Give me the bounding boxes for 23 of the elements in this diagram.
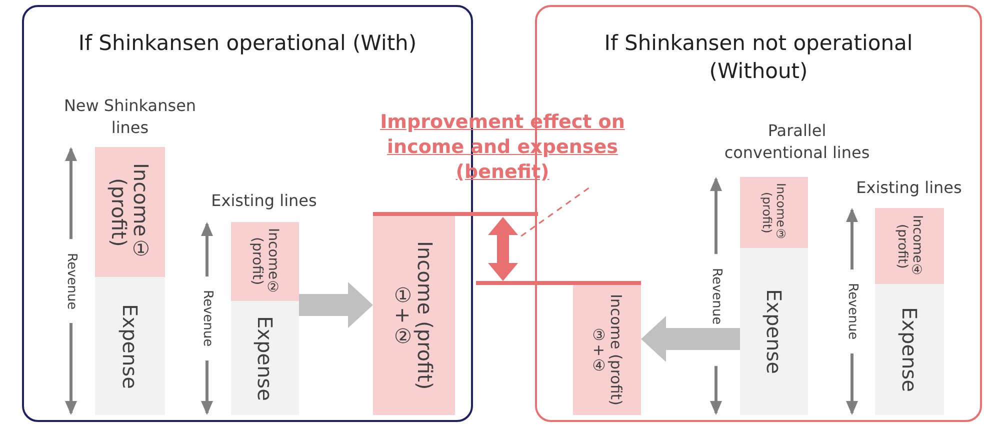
column-heading: New Shinkansen lines <box>62 95 198 139</box>
column-heading: Parallel conventional lines <box>723 120 871 164</box>
expense-block: Expense <box>740 248 808 415</box>
revenue-label: Revenue <box>199 289 215 349</box>
income-block: Income① (profit) <box>95 147 165 277</box>
income-block: Income② (profit) <box>231 222 299 301</box>
panel-heading: If Shinkansen not operational (Without) <box>603 30 914 85</box>
revenue-label: Revenue <box>63 252 79 312</box>
income-block: Income④ (profit) <box>875 208 944 284</box>
income-block: Income (profit) ①+② <box>373 216 455 415</box>
column-heading: Existing lines <box>210 190 318 212</box>
double-arrow <box>488 217 518 281</box>
expense-block: Expense <box>95 277 165 415</box>
expense-block: Expense <box>875 284 944 415</box>
panel-heading: If Shinkansen operational (With) <box>77 30 418 57</box>
revenue-label: Revenue <box>708 266 724 326</box>
income-block: Income③ (profit) <box>740 177 808 248</box>
block-arrow <box>641 316 740 362</box>
block-arrow <box>299 282 373 328</box>
income-block: Income (profit) ③+④ <box>573 285 641 415</box>
column-heading: Existing lines <box>855 177 963 199</box>
expense-block: Expense <box>231 301 299 415</box>
revenue-label: Revenue <box>844 282 860 342</box>
